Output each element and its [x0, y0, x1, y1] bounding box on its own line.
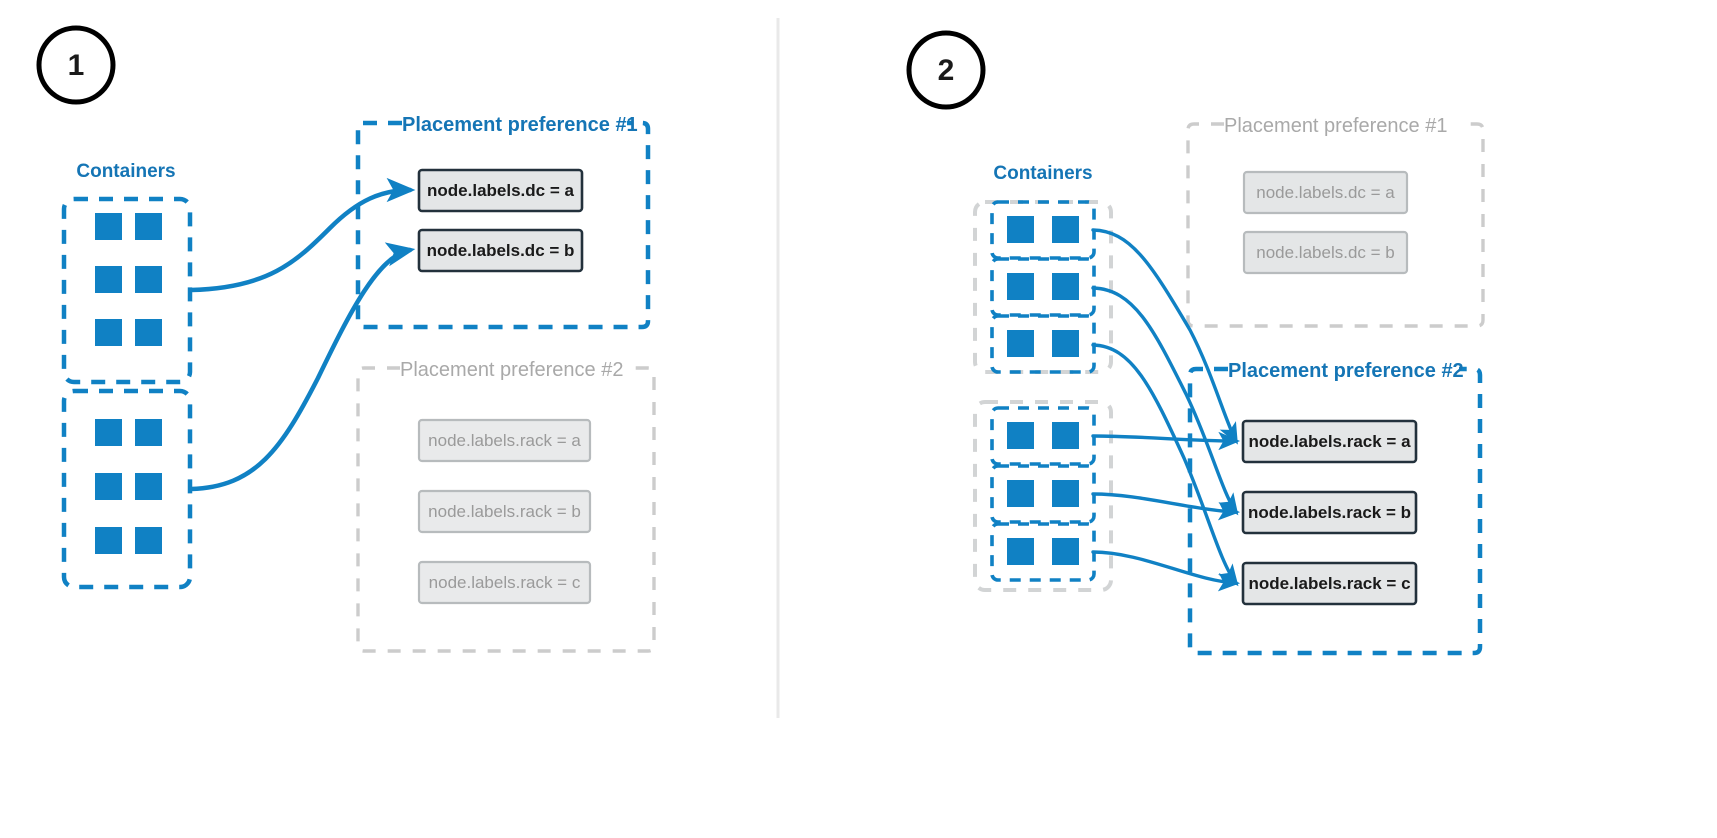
panel-1: 1 Containers Placement preferen	[36, 25, 656, 653]
containers-subgroup	[990, 464, 1096, 524]
step-badge-1-label: 1	[68, 49, 85, 82]
step-badge-2-label: 2	[938, 54, 955, 87]
chip-label: node.labels.rack = a	[428, 431, 581, 450]
chip-label: node.labels.rack = a	[1248, 432, 1411, 451]
container-square	[1052, 330, 1079, 357]
container-square	[135, 473, 162, 500]
label-chip[interactable]: node.labels.rack = a	[417, 418, 592, 463]
containers-subgroup	[990, 257, 1096, 317]
chip-box	[1241, 490, 1418, 535]
assignment-arrow	[188, 177, 416, 293]
preference-title: Placement preference #2	[400, 359, 623, 381]
chip-box	[417, 489, 592, 534]
chip-box	[417, 168, 584, 213]
assignment-arrow	[188, 242, 416, 492]
container-square	[1007, 330, 1034, 357]
assignment-arrow	[1091, 431, 1241, 451]
containers-subgroup	[990, 406, 1096, 466]
placement-preference-2-panel-1: Placement preference #2 node.labels.rack…	[356, 359, 656, 653]
containers-group-top-panel-2	[973, 200, 1113, 374]
container-square	[1052, 480, 1079, 507]
chip-label: node.labels.dc = a	[1256, 183, 1395, 202]
preference-outline	[355, 120, 651, 330]
container-square	[135, 419, 162, 446]
chip-box	[1241, 561, 1418, 606]
container-square	[1052, 422, 1079, 449]
assignment-arrow	[1091, 550, 1241, 592]
containers-subgroup	[990, 314, 1096, 374]
assignment-arrow	[1091, 343, 1239, 587]
label-chip[interactable]: node.labels.rack = c	[1241, 561, 1418, 606]
preference-title: Placement preference #2	[1228, 360, 1464, 382]
chip-box	[1241, 419, 1418, 464]
containers-group-outline	[973, 400, 1113, 592]
containers-label-panel-2: Containers	[993, 163, 1092, 184]
container-square	[95, 213, 122, 240]
containers-group-outline	[61, 388, 193, 590]
label-chip[interactable]: node.labels.dc = b	[417, 228, 584, 273]
assignment-arrows-panel-1	[188, 177, 416, 492]
step-badge-1: 1	[36, 25, 116, 105]
chip-box	[417, 418, 592, 463]
container-square	[95, 527, 122, 554]
container-square	[1052, 538, 1079, 565]
label-chip[interactable]: node.labels.rack = b	[1241, 490, 1418, 535]
assignment-arrows-panel-2	[1091, 228, 1241, 592]
chip-box	[1242, 230, 1409, 275]
assignment-arrow	[1091, 492, 1241, 521]
container-square	[135, 266, 162, 293]
container-square	[1007, 216, 1034, 243]
chip-label: node.labels.rack = b	[1248, 503, 1411, 522]
container-square	[95, 473, 122, 500]
placement-preference-1-panel-1: Placement preference #1 node.labels.dc =…	[355, 114, 651, 330]
container-square	[1052, 273, 1079, 300]
containers-subgroup	[990, 200, 1096, 260]
chip-label: node.labels.rack = b	[428, 502, 581, 521]
label-chip[interactable]: node.labels.dc = a	[417, 168, 584, 213]
container-square	[1007, 480, 1034, 507]
container-square	[135, 527, 162, 554]
chip-box	[417, 560, 592, 605]
container-square	[1007, 273, 1034, 300]
container-square	[1052, 216, 1079, 243]
preference-outline	[1187, 366, 1483, 656]
panel-2: 2 Containers	[906, 30, 1485, 656]
containers-group-bottom-panel-2	[973, 400, 1113, 592]
container-square	[1007, 538, 1034, 565]
assignment-arrow	[1091, 286, 1239, 516]
chip-box	[417, 228, 584, 273]
containers-group-top-panel-1	[61, 196, 193, 385]
container-square	[135, 213, 162, 240]
containers-label-panel-1: Containers	[76, 161, 175, 182]
label-chip[interactable]: node.labels.dc = a	[1242, 170, 1409, 215]
chip-label: node.labels.dc = a	[427, 181, 574, 200]
chip-label: node.labels.dc = b	[1256, 243, 1394, 262]
preference-title: Placement preference #1	[402, 114, 638, 136]
preference-outline	[1186, 122, 1485, 328]
placement-preference-1-panel-2: Placement preference #1 node.labels.dc =…	[1186, 115, 1485, 328]
containers-group-outline	[973, 200, 1113, 374]
label-chip[interactable]: node.labels.dc = b	[1242, 230, 1409, 275]
containers-group-outline	[61, 196, 193, 385]
container-square	[95, 319, 122, 346]
container-square	[95, 266, 122, 293]
container-square	[95, 419, 122, 446]
label-chip[interactable]: node.labels.rack = b	[417, 489, 592, 534]
placement-preference-2-panel-2: Placement preference #2 node.labels.rack…	[1187, 360, 1483, 656]
preference-title: Placement preference #1	[1224, 115, 1447, 137]
chip-label: node.labels.rack = c	[1248, 574, 1410, 593]
chip-label: node.labels.rack = c	[429, 573, 581, 592]
assignment-arrow	[1091, 228, 1238, 445]
containers-group-bottom-panel-1	[61, 388, 193, 590]
container-square	[135, 319, 162, 346]
label-chip[interactable]: node.labels.rack = a	[1241, 419, 1418, 464]
label-chip[interactable]: node.labels.rack = c	[417, 560, 592, 605]
chip-label: node.labels.dc = b	[427, 241, 575, 260]
containers-subgroup	[990, 522, 1096, 582]
step-badge-2: 2	[906, 30, 986, 110]
chip-box	[1242, 170, 1409, 215]
container-square	[1007, 422, 1034, 449]
